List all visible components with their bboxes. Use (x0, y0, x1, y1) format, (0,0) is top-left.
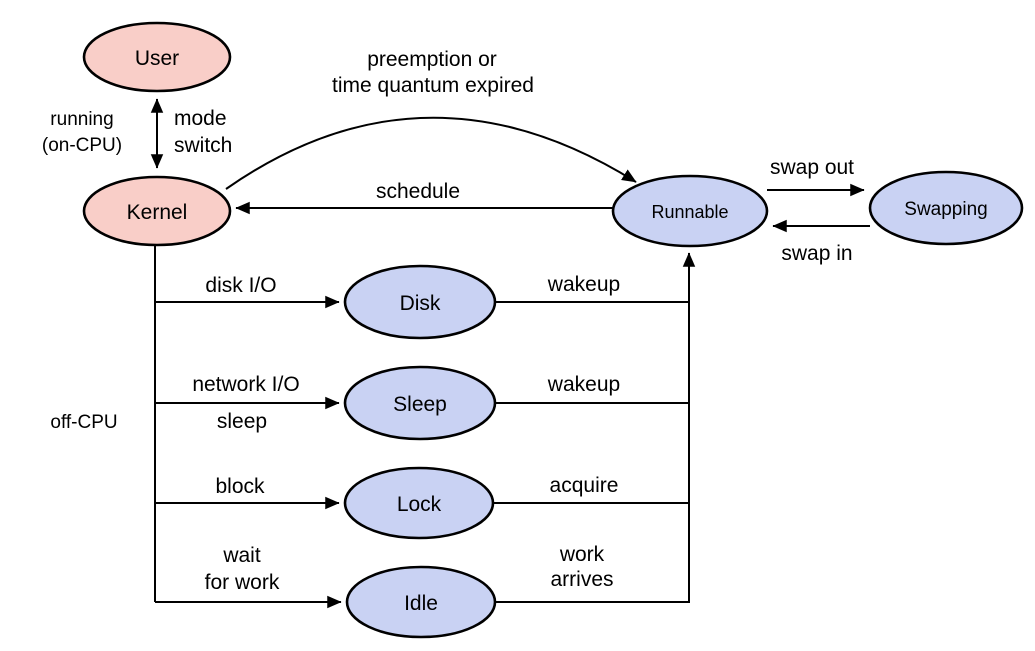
edges (150, 98, 870, 609)
label-mode-switch-line1: mode (174, 107, 227, 130)
label-swap-in: swap in (781, 242, 852, 265)
label-preemption-line1: preemption or (367, 48, 497, 71)
node-runnable-label: Runnable (651, 202, 728, 222)
label-schedule: schedule (376, 180, 460, 203)
label-work-arrives-line2: arrives (550, 568, 613, 591)
label-acquire: acquire (550, 474, 619, 497)
node-user-label: User (135, 47, 179, 70)
label-running-line1: running (50, 109, 113, 130)
node-kernel-label: Kernel (127, 201, 188, 224)
nodes: User Kernel Runnable Swapping Disk Sleep… (82, 21, 1024, 639)
label-wakeup-sleep: wakeup (547, 373, 620, 396)
node-idle-ellipse (345, 565, 497, 639)
label-block: block (215, 475, 265, 498)
label-swap-out: swap out (770, 156, 854, 179)
node-sleep-ellipse (343, 365, 497, 441)
node-disk-label: Disk (400, 292, 441, 315)
node-runnable-ellipse (611, 174, 769, 248)
node-lock-ellipse (343, 466, 495, 540)
node-user-ellipse (82, 21, 232, 93)
label-sleep-verb: sleep (217, 410, 267, 433)
label-disk-io: disk I/O (205, 274, 276, 297)
node-disk-ellipse (343, 264, 497, 340)
label-wakeup-disk: wakeup (547, 273, 620, 296)
label-network-io: network I/O (192, 373, 299, 396)
node-idle-label: Idle (404, 592, 438, 615)
node-kernel-ellipse (82, 175, 232, 247)
node-swapping-ellipse (868, 170, 1024, 246)
label-mode-switch-line2: switch (174, 134, 232, 157)
edge-preemption-arc (225, 116, 637, 190)
edge-work-arrives-up (495, 252, 696, 603)
label-preemption-line2: time quantum expired (332, 74, 534, 97)
label-wait-line1: wait (222, 544, 261, 567)
edge-labels: running (on-CPU) mode switch preemption … (42, 48, 854, 594)
node-sleep-label: Sleep (393, 393, 447, 416)
label-work-arrives-line1: work (559, 543, 605, 566)
node-swapping-label: Swapping (904, 199, 987, 220)
label-running-line2: (on-CPU) (42, 135, 122, 156)
label-wait-line2: for work (205, 571, 280, 594)
node-lock-label: Lock (397, 493, 442, 516)
label-off-cpu: off-CPU (50, 412, 117, 433)
